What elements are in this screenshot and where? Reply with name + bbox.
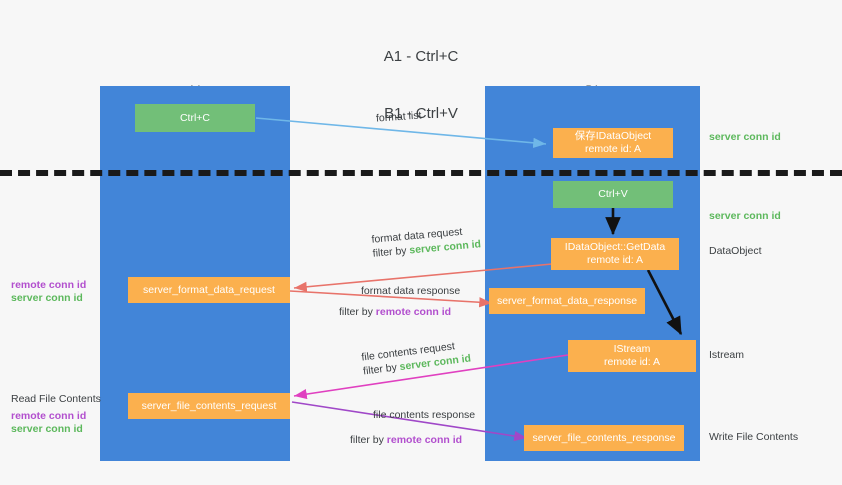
box-server-format-data-response-label: server_format_data_response (496, 294, 638, 307)
box-istream[interactable]: IStream remote id: A (568, 340, 696, 372)
edge-label-format-data-response: format data response filter by remote co… (339, 285, 461, 319)
box-server-file-contents-request[interactable]: server_file_contents_request (128, 393, 290, 419)
side-label-dataobject: DataObject (709, 245, 762, 257)
side-label-left-remote-conn-1: remote conn id (11, 279, 87, 291)
box-save-idataobject[interactable]: 保存IDataObject remote id: A (553, 128, 673, 158)
box-ctrl-c-label: Ctrl+C (179, 111, 211, 124)
side-label-read-file-contents: Read File Contents (11, 393, 101, 405)
format-data-response-filter-prefix: filter by (339, 305, 376, 318)
file-contents-response-filter-key: remote conn id (386, 433, 463, 446)
edge-label-format-data-response-line2: filter by remote conn id (339, 306, 460, 320)
phase-divider (0, 170, 842, 176)
box-server-format-data-request[interactable]: server_format_data_request (128, 277, 290, 303)
edge-label-format-data-response-line1: format data response (361, 285, 461, 297)
box-save-idataobject-line2: remote id: A (584, 143, 642, 155)
file-contents-response-filter-prefix: filter by (350, 433, 387, 446)
side-label-left-server-conn-1: server conn id (11, 292, 83, 304)
format-data-response-filter-key: remote conn id (375, 305, 452, 318)
box-save-idataobject-line1: 保存IDataObject (574, 130, 652, 142)
box-ctrl-c[interactable]: Ctrl+C (135, 104, 255, 132)
edge-label-format-data-request: format data request filter by server con… (371, 224, 481, 260)
side-label-write-file-contents: Write File Contents (709, 431, 799, 443)
side-label-istream: Istream (709, 349, 745, 361)
box-getdata[interactable]: IDataObject::GetData remote id: A (551, 238, 679, 270)
box-istream-line1: IStream (613, 343, 651, 355)
box-ctrl-v-label: Ctrl+V (598, 188, 628, 200)
box-server-file-contents-response-label: server_file_contents_response (532, 431, 676, 444)
box-server-file-contents-request-label: server_file_contents_request (141, 399, 277, 412)
title-line-1: A1 - Ctrl+C (383, 48, 459, 65)
box-server-format-data-response[interactable]: server_format_data_response (489, 288, 645, 314)
format-data-request-filter-prefix: filter by (372, 244, 410, 260)
edge-label-file-contents-response: file contents response filter by remote … (350, 409, 476, 447)
box-getdata-line2: remote id: A (586, 254, 644, 266)
side-label-right-server-conn-2: server conn id (709, 210, 781, 222)
edge-label-file-contents-response-line2: filter by remote conn id (350, 434, 475, 448)
box-server-format-data-request-label: server_format_data_request (143, 283, 275, 296)
box-istream-line2: remote id: A (603, 356, 661, 368)
edge-label-format-list-text: format list (375, 109, 422, 125)
side-label-left-remote-conn-2: remote conn id (11, 410, 87, 422)
edge-label-file-contents-response-line1: file contents response (373, 409, 476, 421)
side-label-right-server-conn-1: server conn id (709, 131, 781, 143)
edge-label-file-contents-request: file contents request filter by server c… (361, 338, 472, 378)
box-getdata-line1: IDataObject::GetData (564, 241, 666, 253)
box-ctrl-v[interactable]: Ctrl+V (553, 181, 673, 208)
side-label-left-server-conn-2: server conn id (11, 423, 83, 435)
box-server-file-contents-response[interactable]: server_file_contents_response (524, 425, 684, 451)
